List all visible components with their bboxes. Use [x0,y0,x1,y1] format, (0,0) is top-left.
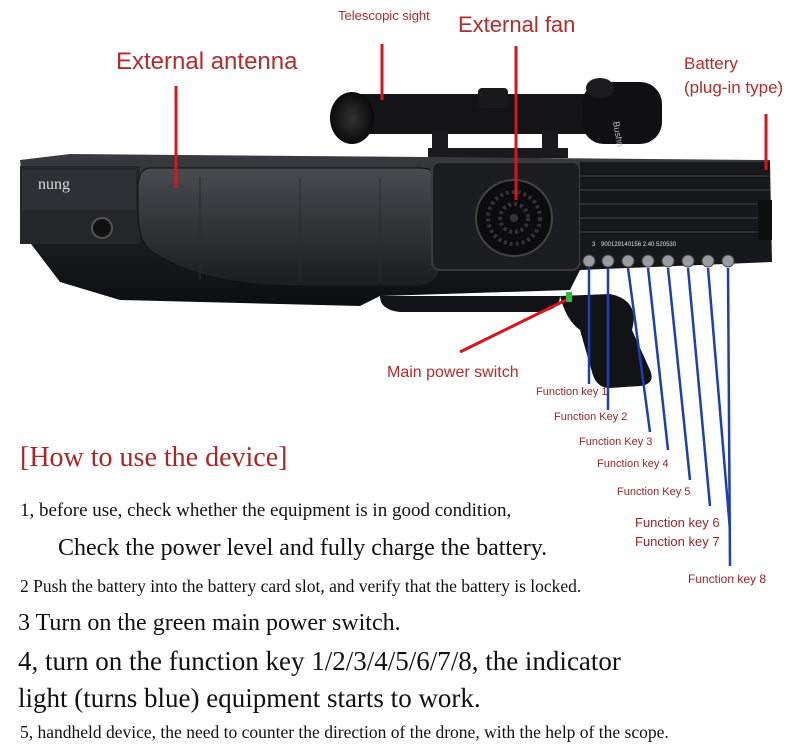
external-antenna-label: External antenna [116,48,298,75]
instructions-heading: [How to use the device] [20,442,288,473]
battery-label: Battery [684,54,738,73]
instruction-step-1: 1, before use, check whether the equipme… [20,500,512,521]
frequency-labels: 900129140156 2.40 520530 [601,242,677,248]
instruction-step-1b: Check the power level and fully charge t… [58,535,548,561]
svg-text:Bushn: Bushn [611,121,625,148]
freq-left-label: 3 [592,242,596,248]
function-key-8-label: Function key 8 [688,572,767,586]
function-key-5-label: Function Key 5 [617,486,691,498]
function-key-6-label: Function key 6 [635,515,720,530]
function-key-1-label: Function key 1 [536,386,608,398]
function-key-4-label: Function key 4 [597,458,669,470]
battery-type-label: (plug-in type) [684,78,784,97]
pointer-lines-red [174,44,768,354]
telescopic-sight-label: Telescopic sight [338,8,430,23]
pointer-lines-blue [587,267,732,567]
function-key-3-label: Function Key 3 [579,436,653,448]
function-key-7-label: Function key 7 [635,534,720,549]
pistol-grip [560,294,652,388]
instruction-step-5: 5, handheld device, the need to counter … [20,722,669,742]
instruction-step-3: 3 Turn on the green main power switch. [18,610,401,636]
device-tag-text: nung [38,176,70,193]
telescopic-sight-graphic: Bushn [330,78,662,158]
function-key-2-label: Function Key 2 [554,411,628,423]
instruction-step-4a: 4, turn on the function key 1/2/3/4/5/6/… [18,646,621,676]
main-power-switch-label: Main power switch [387,364,519,381]
external-fan-label: External fan [458,12,576,37]
instruction-step-2: 2 Push the battery into the battery card… [20,576,582,596]
antenna-cover [137,167,441,287]
function-key-knobs [582,254,735,268]
instruction-step-4b: light (turns blue) equipment starts to w… [18,683,481,713]
